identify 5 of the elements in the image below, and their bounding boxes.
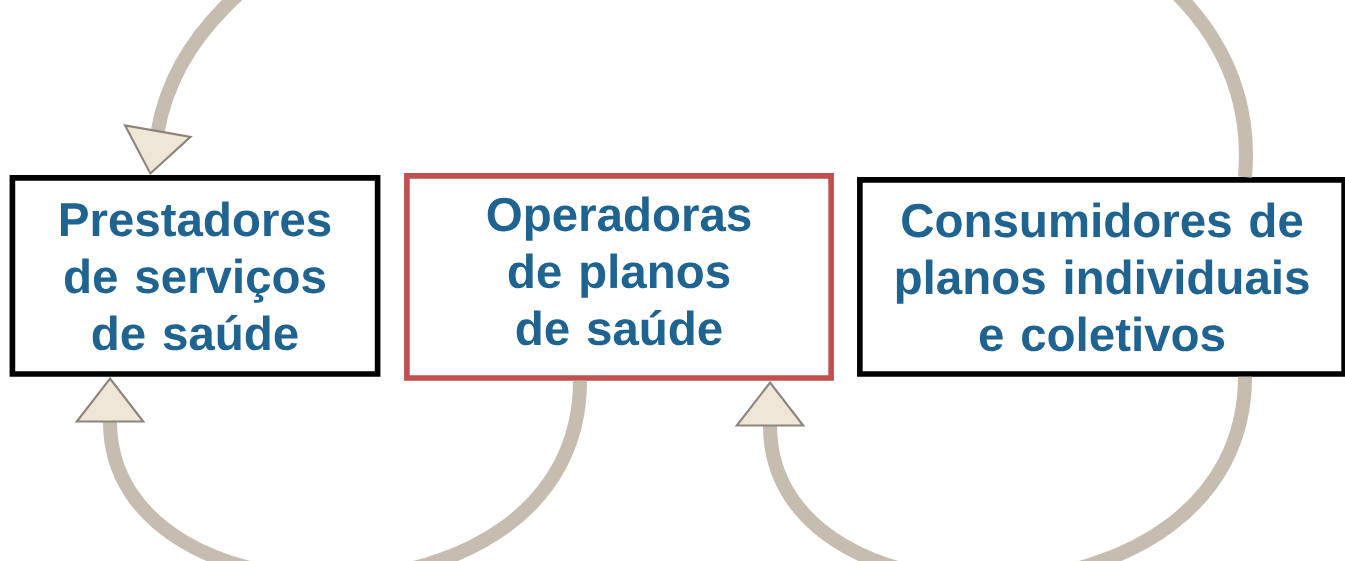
box: Operadoras de planos de saúde (404, 173, 834, 381)
curved-arrow (734, 375, 1252, 561)
box: Prestadores de serviços de saúde (9, 175, 381, 377)
box: Consumidores de planos individuais e coletivos (857, 177, 1345, 377)
curved-arrow (123, 0, 1252, 178)
